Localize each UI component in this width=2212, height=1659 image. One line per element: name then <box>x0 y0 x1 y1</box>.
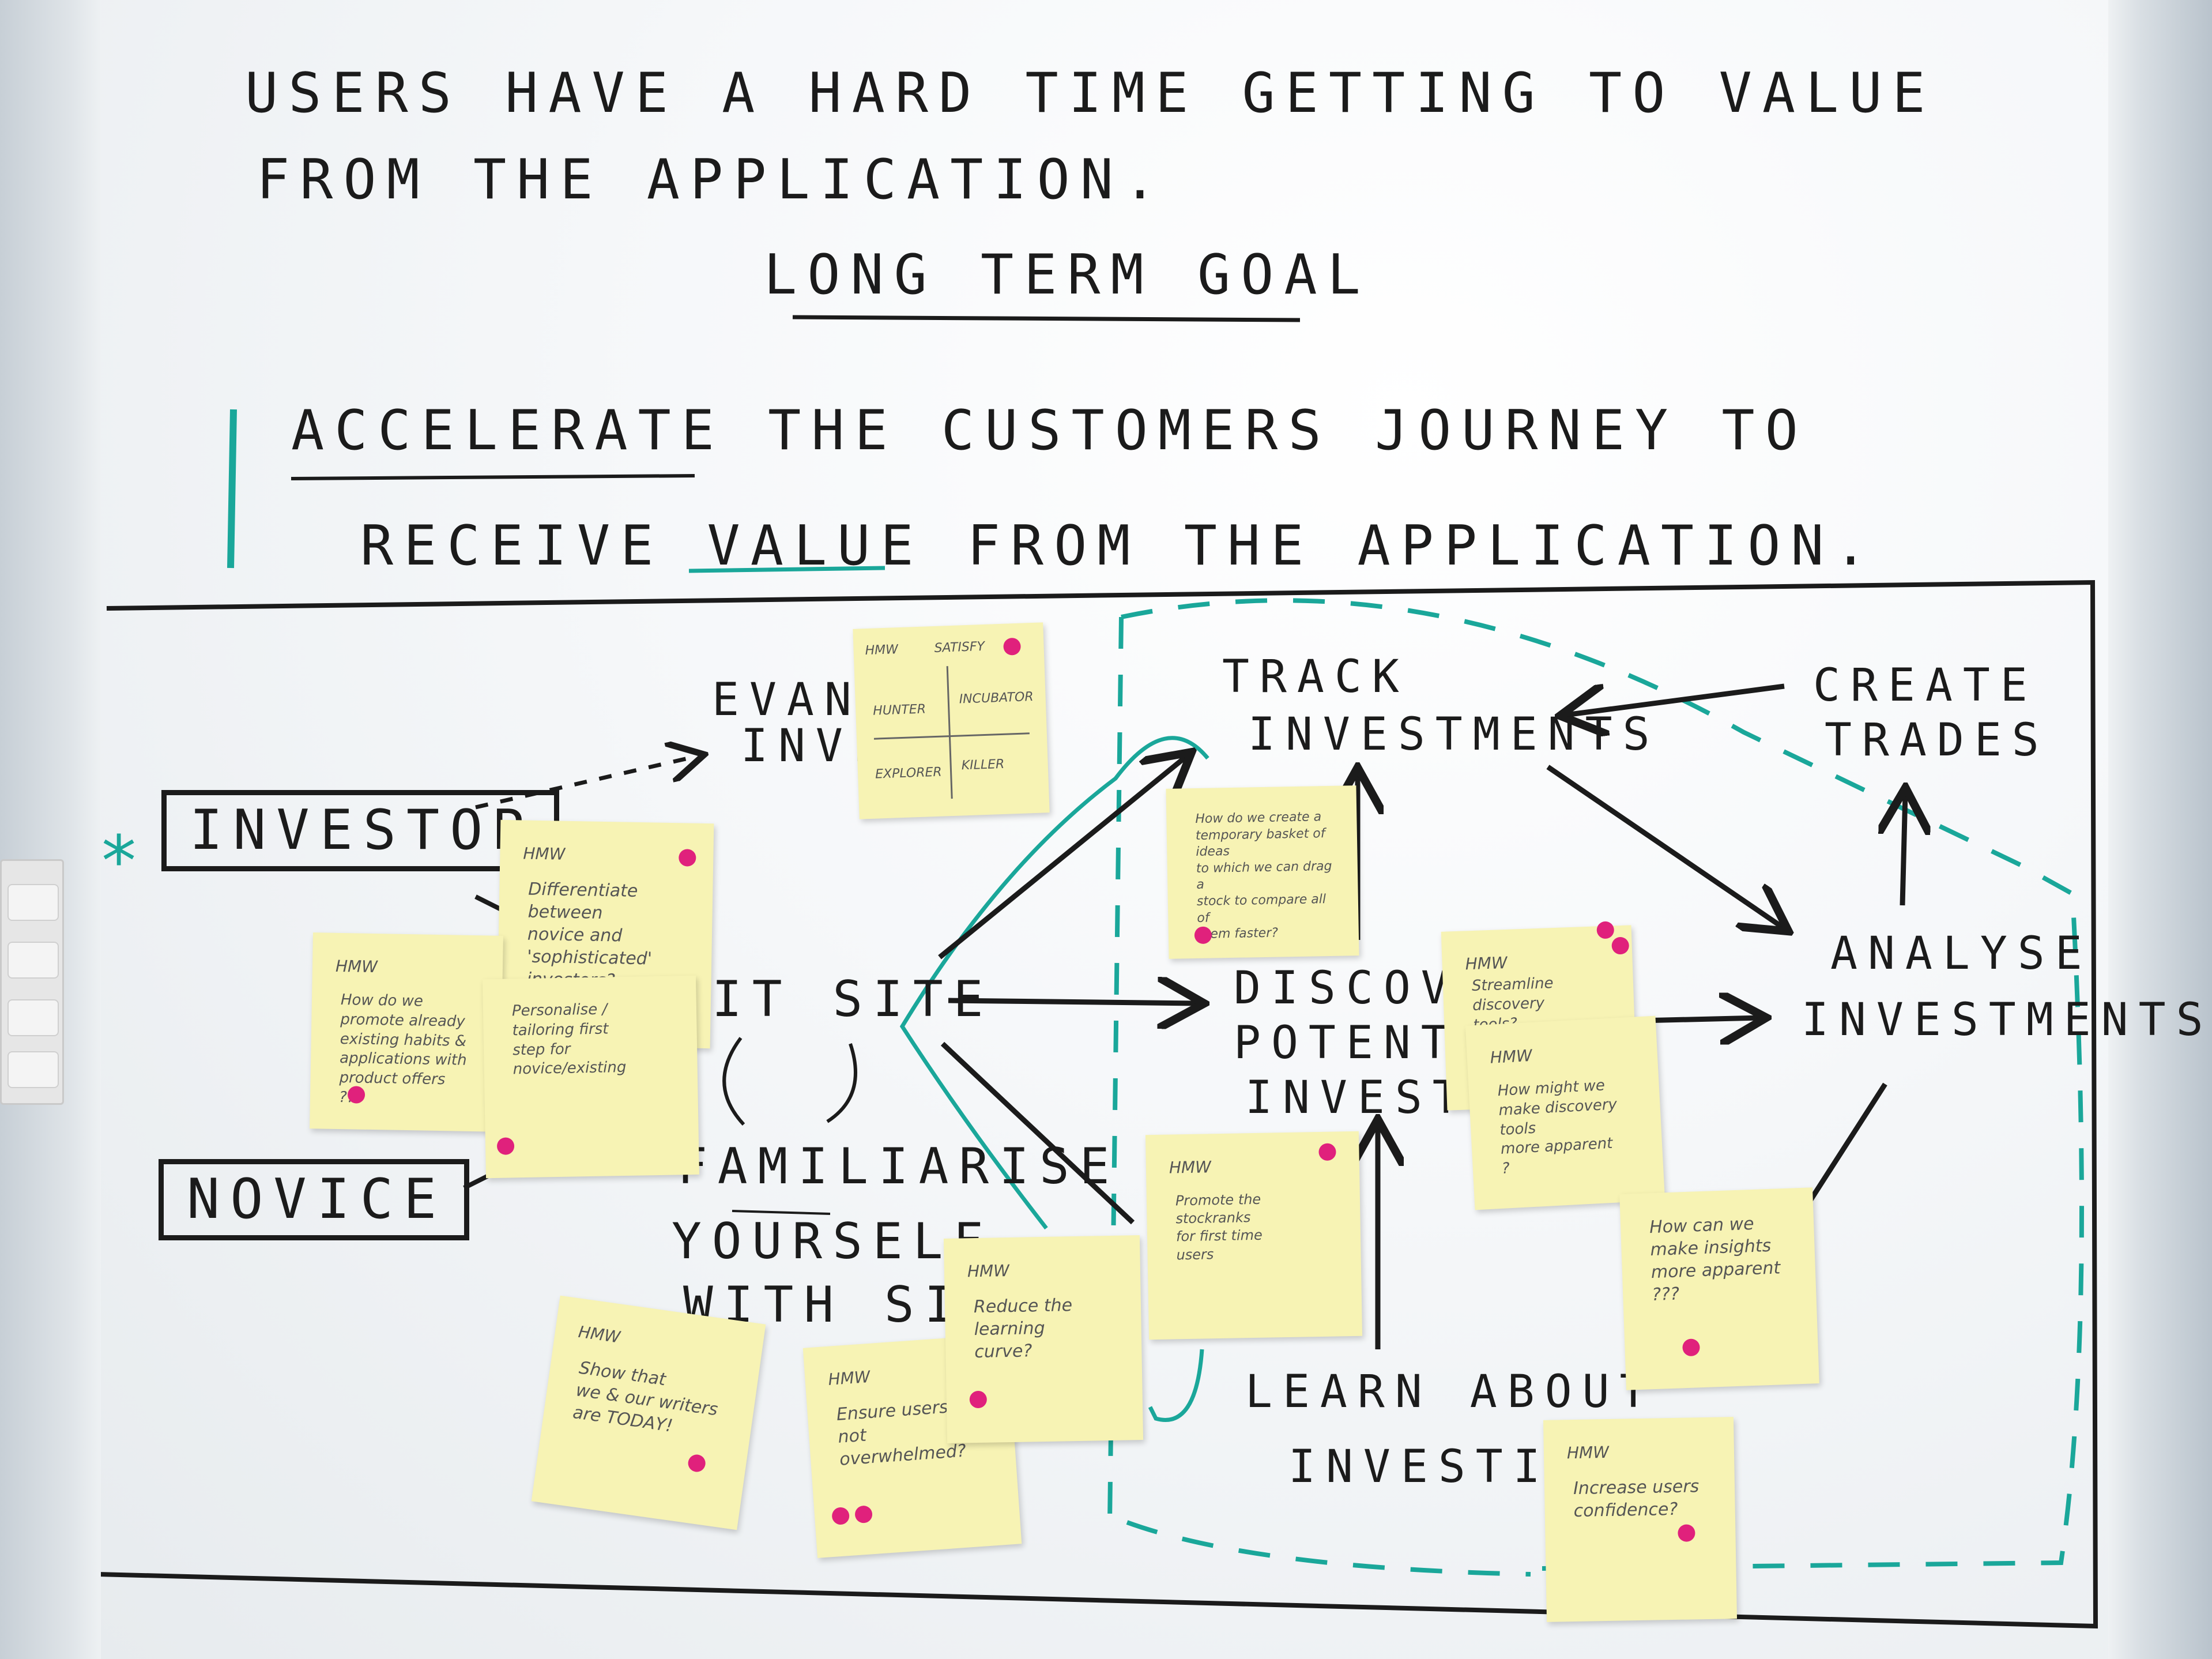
value-underline <box>688 566 885 573</box>
novice-box: NOVICE <box>159 1159 470 1240</box>
journey-line <box>899 736 1209 1230</box>
create-trades-label-2: TRADES <box>1825 714 2049 766</box>
sticky-note[interactable]: HMW How do we promote already existing h… <box>310 932 503 1132</box>
hmw-label: HMW <box>1566 1442 1610 1463</box>
hmw-label: HMW <box>335 956 378 977</box>
marker-slot <box>7 999 59 1036</box>
hmw-label: HMW <box>865 642 899 659</box>
whiteboard-frame-left <box>0 0 101 1659</box>
sticky-note[interactable]: Personalise / tailoring first step for n… <box>483 975 699 1179</box>
sticky-text: Increase users confidence? <box>1573 1476 1699 1522</box>
goal-underline <box>792 315 1301 322</box>
hmw-label: HMW <box>1489 1045 1533 1067</box>
sticky-note[interactable]: How do we create a temporary basket of i… <box>1166 785 1359 959</box>
problem-line-1: USERS HAVE A HARD TIME GETTING TO VALUE <box>245 62 1936 125</box>
sticky-note[interactable]: HMW Increase users confidence? <box>1543 1417 1738 1622</box>
whiteboard: USERS HAVE A HARD TIME GETTING TO VALUE … <box>98 0 2203 1659</box>
site-to-familiarise-loop <box>722 1037 857 1126</box>
marker-slot <box>7 884 59 921</box>
vote-dot <box>1318 1143 1336 1161</box>
vote-dot <box>496 1137 515 1155</box>
goal-line-2: RECEIVE VALUE FROM THE APPLICATION. <box>360 514 1878 578</box>
sticky-note[interactable]: HMW How might we make discovery tools mo… <box>1465 1015 1665 1210</box>
vote-dot <box>854 1505 873 1524</box>
track-label-2: INVESTMENTS <box>1248 709 1660 761</box>
grid-divider-horizontal <box>873 732 1030 740</box>
vote-dot <box>687 1453 707 1473</box>
vote-dot <box>831 1506 850 1525</box>
vote-dot <box>1611 936 1630 955</box>
goal-line-1: ACCELERATE THE CUSTOMERS JOURNEY TO <box>291 399 1808 462</box>
grid-divider-vertical <box>946 666 953 799</box>
segment-label: HUNTER <box>872 702 926 718</box>
vote-dot <box>1682 1338 1701 1357</box>
investor-box: INVESTOR <box>161 790 559 871</box>
segment-label: EXPLORER <box>875 765 943 782</box>
star-icon: * <box>98 822 150 902</box>
vote-dot <box>679 849 696 867</box>
hmw-label: HMW <box>1465 953 1508 974</box>
learn-label-1: LEARN ABOUT <box>1245 1366 1657 1418</box>
whiteboard-frame-right <box>2108 0 2212 1659</box>
segment-grid-sticky[interactable]: HMW SATISFY HUNTER INCUBATOR EXPLORER KI… <box>853 622 1050 819</box>
map-border <box>101 580 2098 1629</box>
track-label-1: TRACK <box>1222 651 1410 703</box>
discover-to-analyse-arrow <box>1640 1018 1761 1021</box>
marker-slot <box>7 1051 59 1088</box>
hmw-label: HMW <box>523 844 566 864</box>
hmw-label: HMW <box>577 1322 621 1347</box>
journey-line-bottom <box>1148 1349 1204 1422</box>
teal-bar-icon <box>227 409 237 569</box>
long-term-goal-heading: LONG TERM GOAL <box>764 243 1371 307</box>
sticky-text: Show that we & our writers are TODAY! <box>571 1357 719 1436</box>
site-to-discover-arrow <box>948 1000 1199 1003</box>
create-trades-label-1: CREATE <box>1813 660 2038 712</box>
accelerate-underline <box>291 474 695 480</box>
analyse-label-2: INVESTMENTS <box>1802 994 2212 1046</box>
track-to-analyse-arrow <box>1546 765 1784 928</box>
segment-label: KILLER <box>961 757 1005 773</box>
vote-dot <box>969 1390 988 1409</box>
site-to-track-arrow <box>938 755 1188 960</box>
familiarise-label-1: FAMILIARISE <box>677 1138 1120 1195</box>
familiarise-separator <box>732 1210 831 1215</box>
hmw-label: HMW <box>1169 1157 1212 1178</box>
analyse-to-create-arrow <box>1902 793 1905 906</box>
create-to-track-arrow <box>1565 683 1785 715</box>
hmw-label: HMW <box>967 1261 1010 1281</box>
sticky-text: How can we make insights more apparent ?… <box>1649 1213 1781 1306</box>
visit-site-label: IT SITE <box>712 970 994 1028</box>
sticky-note[interactable]: HMW Reduce the learning curve? <box>943 1235 1144 1443</box>
sticky-note[interactable]: How can we make insights more apparent ?… <box>1619 1187 1819 1390</box>
sticky-text: Personalise / tailoring first step for n… <box>511 1000 627 1078</box>
segment-label: INCUBATOR <box>959 690 1034 707</box>
marker-tray <box>0 859 64 1105</box>
sticky-text: How might we make discovery tools more a… <box>1497 1077 1618 1178</box>
vote-dot <box>1003 637 1022 656</box>
sticky-note[interactable]: HMW Promote the stockranks for first tim… <box>1145 1131 1363 1340</box>
vote-dot <box>1678 1524 1695 1542</box>
sticky-note[interactable]: HMW Show that we & our writers are TODAY… <box>531 1295 766 1530</box>
marker-slot <box>7 942 59 979</box>
sticky-text: How do we create a temporary basket of i… <box>1195 810 1332 942</box>
site-to-learn-line <box>940 1041 1135 1225</box>
vote-dot <box>1596 921 1615 939</box>
hmw-label: HMW <box>827 1367 871 1389</box>
sticky-text: Promote the stockranks for first time us… <box>1175 1191 1263 1263</box>
familiarise-label-2: YOURSELF <box>672 1213 994 1270</box>
sticky-text: Reduce the learning curve? <box>973 1295 1073 1363</box>
segment-label: SATISFY <box>934 639 985 656</box>
analyse-label-1: ANALYSE <box>1830 928 2093 980</box>
problem-line-2: FROM THE APPLICATION. <box>257 148 1167 212</box>
